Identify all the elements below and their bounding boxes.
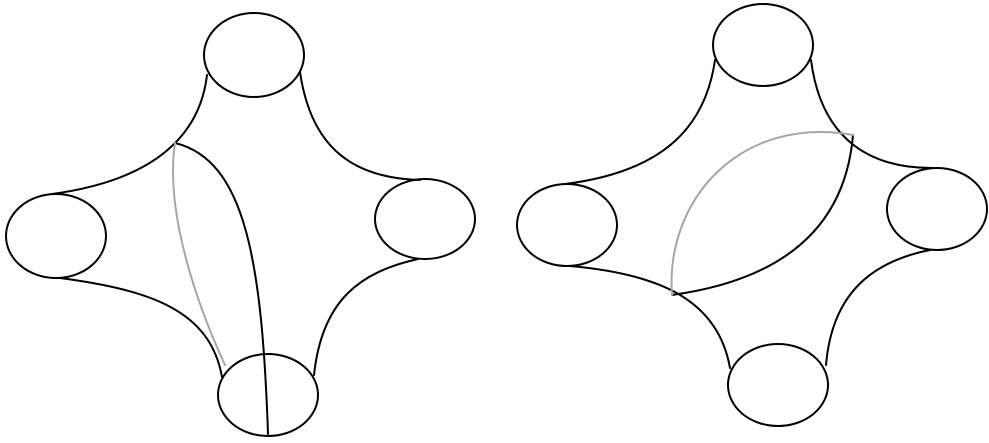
right-edge-top-to-left	[565, 60, 715, 184]
right-right-boundary-circle	[887, 168, 987, 250]
left-cut-curve-grey	[173, 143, 225, 365]
left-edge-top-to-left	[52, 75, 207, 194]
left-top-boundary-circle	[204, 13, 304, 97]
right-top-boundary-circle	[713, 4, 813, 86]
right-bottom-boundary-circle	[728, 344, 828, 426]
left-edge-right-to-bottom	[314, 259, 418, 375]
right-edge-right-to-bottom	[826, 250, 930, 365]
right-edge-top-to-right	[811, 60, 932, 168]
left-cut-curve-black	[175, 143, 268, 434]
left-left-boundary-circle	[6, 194, 106, 278]
left-surface-panel	[6, 13, 475, 436]
left-edge-left-to-bottom	[60, 278, 222, 377]
right-cut-curve-grey	[672, 132, 853, 295]
left-right-boundary-circle	[375, 179, 475, 259]
right-cut-curve-black	[672, 135, 853, 295]
right-edge-left-to-bottom	[570, 266, 730, 368]
left-edge-top-to-right	[300, 72, 420, 180]
right-left-boundary-circle	[517, 184, 617, 266]
right-surface-panel	[517, 4, 987, 426]
